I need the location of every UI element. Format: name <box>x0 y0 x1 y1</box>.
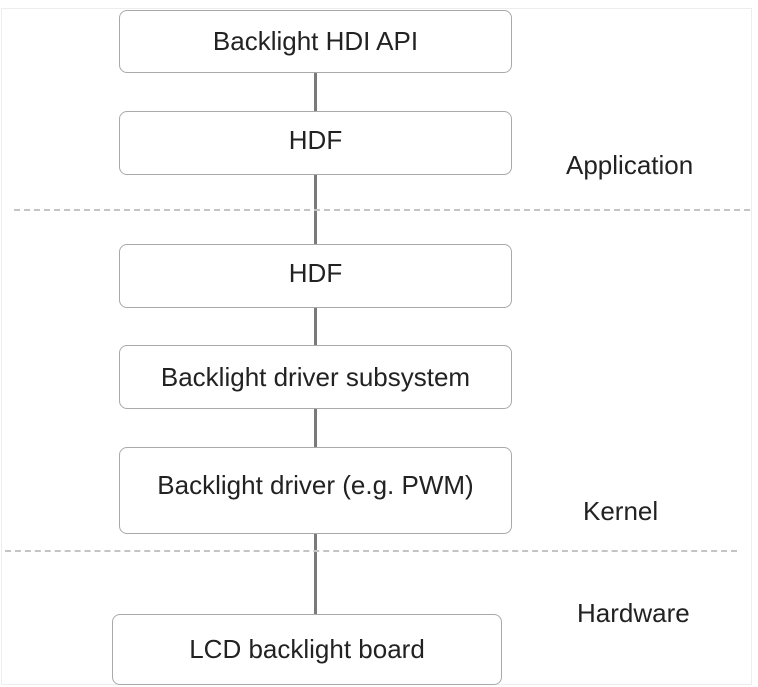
kernel-hardware-divider <box>5 550 737 552</box>
hdf-kernel-label: HDF <box>288 257 343 288</box>
backlight-driver-label: Backlight driver (e.g. PWM) <box>157 470 474 500</box>
backlight-hdi-api-box: Backlight HDI API <box>119 10 512 73</box>
kernel-layer-label: Kernel <box>583 496 659 526</box>
hdf-application-box: HDF <box>119 111 512 175</box>
backlight-driver-subsystem-label: Backlight driver subsystem <box>160 361 471 392</box>
lcd-backlight-board-box: LCD backlight board <box>112 614 502 685</box>
application-kernel-divider <box>14 209 750 211</box>
hdf-kernel-box: HDF <box>119 244 512 308</box>
lcd-backlight-board-label: LCD backlight board <box>189 634 425 664</box>
backlight-hdi-api-label: Backlight HDI API <box>212 26 419 56</box>
backlight-driver-subsystem-box: Backlight driver subsystem <box>119 345 512 409</box>
backlight-driver-box: Backlight driver (e.g. PWM) <box>119 447 512 534</box>
hdf-application-label: HDF <box>288 124 343 155</box>
application-layer-label: Application <box>566 150 694 180</box>
hardware-layer-label: Hardware <box>577 598 690 628</box>
